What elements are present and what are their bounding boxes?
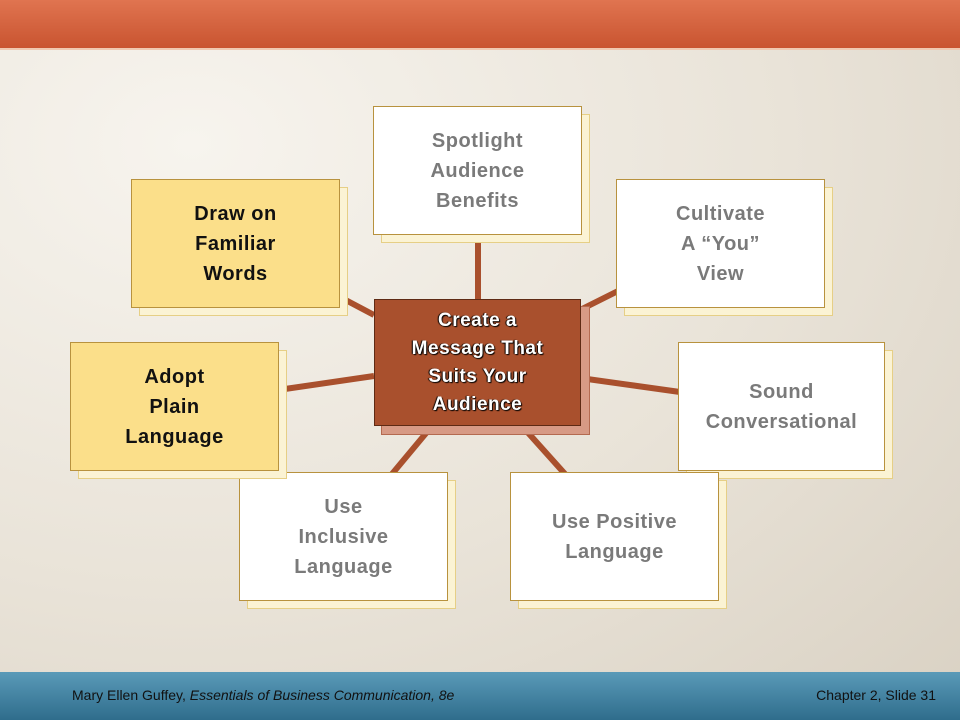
node-use-positive-language: Use Positive Language xyxy=(510,472,719,601)
top-accent-bar xyxy=(0,0,960,48)
node-plain-label: Adopt Plain Language xyxy=(125,365,224,448)
footer-author: Mary Ellen Guffey, xyxy=(72,687,190,703)
node-conversational-label: Sound Conversational xyxy=(705,380,858,433)
node-draw-on-familiar-words: Draw on Familiar Words xyxy=(131,179,340,308)
center-node: Create a Message That Suits Your Audienc… xyxy=(374,299,581,426)
node-inclusive-label: Use Inclusive Language xyxy=(294,495,393,578)
node-spotlight-audience-benefits: Spotlight Audience Benefits xyxy=(373,106,582,235)
connector-conversational xyxy=(579,375,681,395)
footer-bar xyxy=(0,672,960,720)
node-you-view-label: Cultivate A “You” View xyxy=(676,202,765,285)
node-positive-label: Use Positive Language xyxy=(552,510,677,563)
node-familiar-label: Draw on Familiar Words xyxy=(194,202,277,285)
center-node-label: Create a Message That Suits Your Audienc… xyxy=(411,309,544,415)
footer-slide-number: Chapter 2, Slide 31 xyxy=(816,687,936,703)
connector-plain xyxy=(277,373,375,393)
top-divider xyxy=(0,48,960,50)
node-cultivate-you-view: Cultivate A “You” View xyxy=(616,179,825,308)
node-adopt-plain-language: Adopt Plain Language xyxy=(70,342,279,471)
footer-book-title: Essentials of Business Communication, 8e xyxy=(189,687,455,703)
node-spotlight-label: Spotlight Audience Benefits xyxy=(430,129,525,212)
footer-citation: Mary Ellen Guffey, Essentials of Busines… xyxy=(72,687,454,703)
node-sound-conversational: Sound Conversational xyxy=(678,342,885,471)
node-use-inclusive-language: Use Inclusive Language xyxy=(239,472,448,601)
